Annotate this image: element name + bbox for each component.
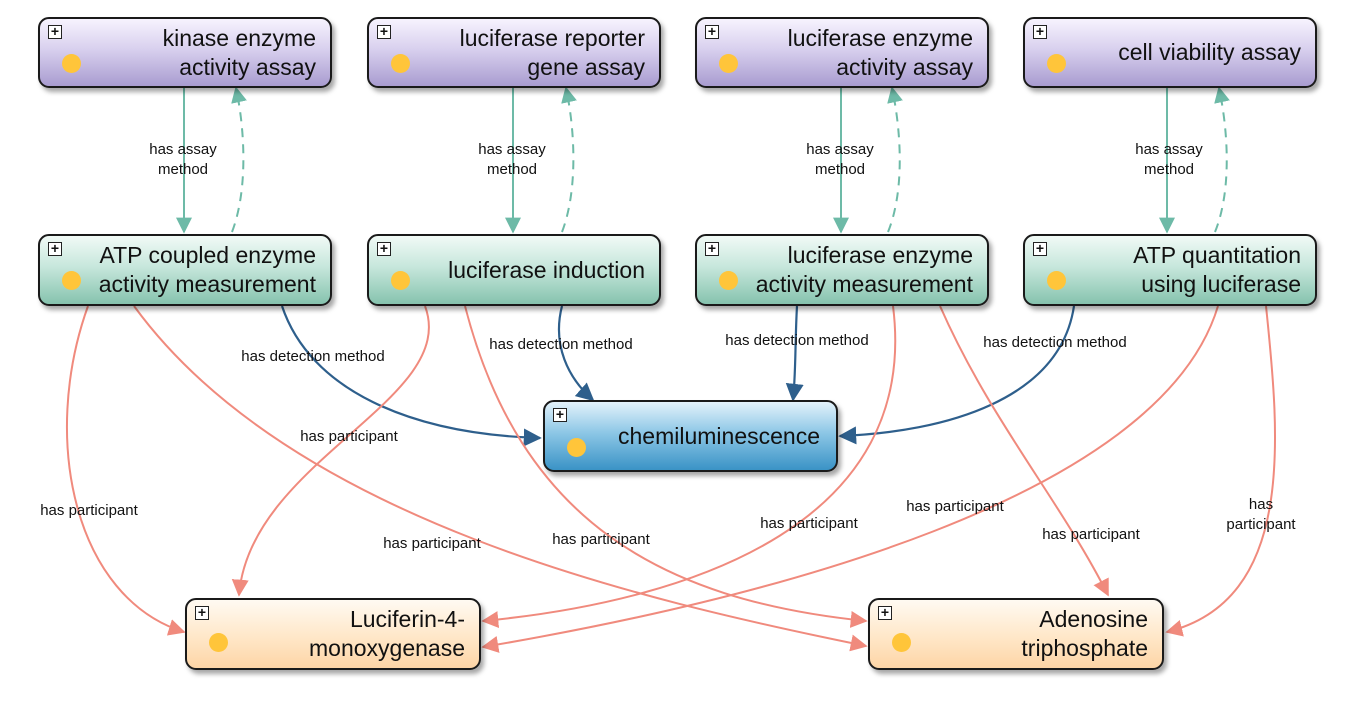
status-dot-icon <box>209 633 228 652</box>
expand-icon[interactable]: + <box>705 24 719 39</box>
status-dot-icon <box>719 271 738 290</box>
edge-participant-2 <box>133 305 868 652</box>
status-dot-icon <box>62 54 81 73</box>
node-label: ATP coupled enzyme activity measurement <box>98 242 316 297</box>
node-luciferase-induction[interactable]: + luciferase induction <box>367 234 661 306</box>
status-dot-icon <box>1047 54 1066 73</box>
edge-participant-7 <box>481 305 1219 653</box>
status-dot-icon <box>391 271 410 290</box>
edge-assay-2-inverse <box>561 86 577 233</box>
node-luciferin-4-monoxygenase[interactable]: + Luciferin-4- monoxygenase <box>185 598 481 670</box>
edge-label-participant-6: has participant <box>906 498 1004 515</box>
node-atp-coupled-enzyme-activity-measurement[interactable]: + ATP coupled enzyme activity measuremen… <box>38 234 332 306</box>
edge-label-participant-3: has participant <box>383 535 481 552</box>
status-dot-icon <box>62 271 81 290</box>
edge-detection-3 <box>785 305 804 402</box>
expand-icon[interactable]: + <box>48 241 62 256</box>
edge-label-detection-1: has detection method <box>241 348 385 365</box>
edge-label-detection-2: has detection method <box>489 336 633 353</box>
edge-detection-1 <box>280 305 542 447</box>
node-kinase-enzyme-activity-assay[interactable]: + kinase enzyme activity assay <box>38 17 332 88</box>
expand-icon[interactable]: + <box>48 24 62 39</box>
expand-icon[interactable]: + <box>377 24 391 39</box>
edge-participant-5 <box>481 305 897 628</box>
edge-participant-8 <box>1165 305 1276 637</box>
edge-label-assay-1: has assay method <box>149 141 217 178</box>
node-label: luciferase enzyme activity measurement <box>755 242 973 297</box>
node-adenosine-triphosphate[interactable]: + Adenosine triphosphate <box>868 598 1164 670</box>
edge-participant-4 <box>464 305 868 628</box>
status-dot-icon <box>719 54 738 73</box>
edge-participant-6 <box>939 305 1109 597</box>
status-dot-icon <box>892 633 911 652</box>
edge-label-participant-1: has participant <box>40 502 138 519</box>
edge-label-participant-8: has participant <box>1226 496 1296 533</box>
node-label: Luciferin-4- monoxygenase <box>309 606 465 661</box>
edge-label-participant-4: has participant <box>552 531 650 548</box>
node-cell-viability-assay[interactable]: + cell viability assay <box>1023 17 1317 88</box>
edge-detection-2 <box>557 305 595 402</box>
node-luciferase-enzyme-activity-measurement[interactable]: + luciferase enzyme activity measurement <box>695 234 989 306</box>
edge-assay-1-inverse <box>231 86 247 233</box>
expand-icon[interactable]: + <box>878 605 892 620</box>
status-dot-icon <box>391 54 410 73</box>
expand-icon[interactable]: + <box>1033 24 1047 39</box>
edge-label-participant-5: has participant <box>760 515 858 532</box>
edge-label-detection-3: has detection method <box>725 332 869 349</box>
edge-participant-1 <box>65 305 186 636</box>
node-label: luciferase enzyme activity assay <box>787 24 973 80</box>
node-chemiluminescence[interactable]: + chemiluminescence <box>543 400 838 472</box>
expand-icon[interactable]: + <box>195 605 209 620</box>
edge-label-assay-3: has assay method <box>806 141 874 178</box>
edge-label-participant-2: has participant <box>300 428 398 445</box>
expand-icon[interactable]: + <box>553 407 567 422</box>
edge-label-assay-2: has assay method <box>478 141 546 178</box>
node-atp-quantitation-using-luciferase[interactable]: + ATP quantitation using luciferase <box>1023 234 1317 306</box>
node-label: luciferase reporter gene assay <box>459 24 645 80</box>
node-label: kinase enzyme activity assay <box>162 24 316 80</box>
edge-assay-3-inverse <box>887 86 903 233</box>
edge-label-assay-4: has assay method <box>1135 141 1203 178</box>
node-label: cell viability assay <box>1118 39 1301 65</box>
edge-label-detection-4: has detection method <box>983 334 1127 351</box>
node-label: ATP quantitation using luciferase <box>1133 242 1301 297</box>
node-label: Adenosine triphosphate <box>1021 606 1148 661</box>
node-label: luciferase induction <box>448 256 645 283</box>
expand-icon[interactable]: + <box>1033 241 1047 256</box>
status-dot-icon <box>1047 271 1066 290</box>
edge-detection-4 <box>838 305 1076 445</box>
node-luciferase-reporter-gene-assay[interactable]: + luciferase reporter gene assay <box>367 17 661 88</box>
status-dot-icon <box>567 438 586 457</box>
edge-participant-3 <box>231 305 430 597</box>
expand-icon[interactable]: + <box>377 241 391 256</box>
edge-assay-4-inverse <box>1214 86 1230 233</box>
expand-icon[interactable]: + <box>705 241 719 256</box>
node-luciferase-enzyme-activity-assay[interactable]: + luciferase enzyme activity assay <box>695 17 989 88</box>
edge-label-participant-7: has participant <box>1042 526 1140 543</box>
node-label: chemiluminescence <box>618 422 820 449</box>
